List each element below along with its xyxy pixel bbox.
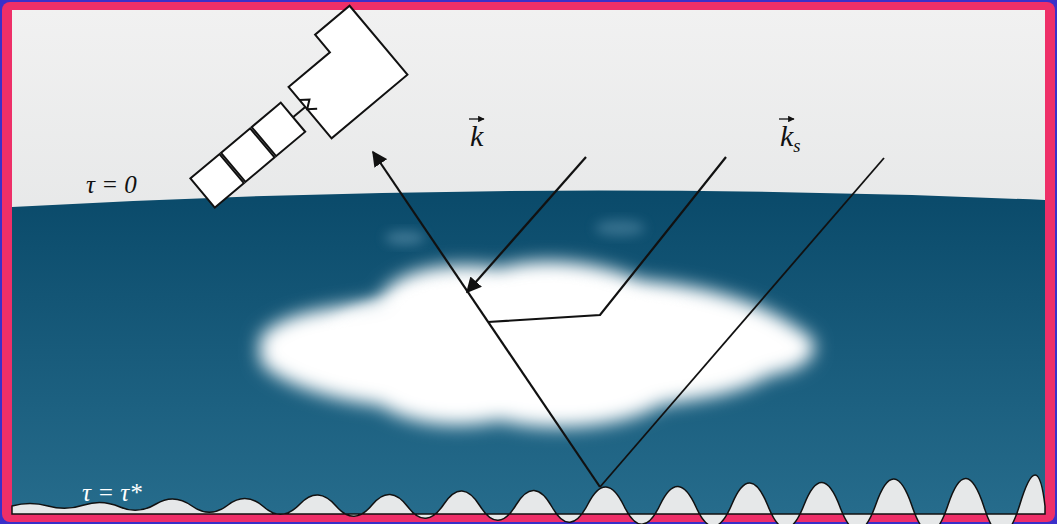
vector-label: k	[470, 121, 483, 151]
optical-depth-label: τ = 0	[86, 172, 137, 197]
cloud-wisp	[595, 220, 645, 236]
vector-arrow	[469, 118, 484, 119]
reflected-ray	[373, 152, 600, 487]
sky	[12, 10, 1045, 514]
optical-depth-label: τ = τ*	[82, 480, 142, 505]
scattered-ray	[488, 157, 726, 322]
ground-surface	[12, 475, 1045, 524]
surface-ray	[600, 158, 884, 487]
cloud-wisp	[385, 231, 425, 245]
satellite	[171, 6, 407, 225]
cloud	[260, 261, 814, 427]
cloud-core	[330, 285, 710, 375]
incident-ray	[467, 157, 586, 292]
vector-label: ks	[780, 121, 801, 151]
atmosphere	[12, 191, 1045, 514]
